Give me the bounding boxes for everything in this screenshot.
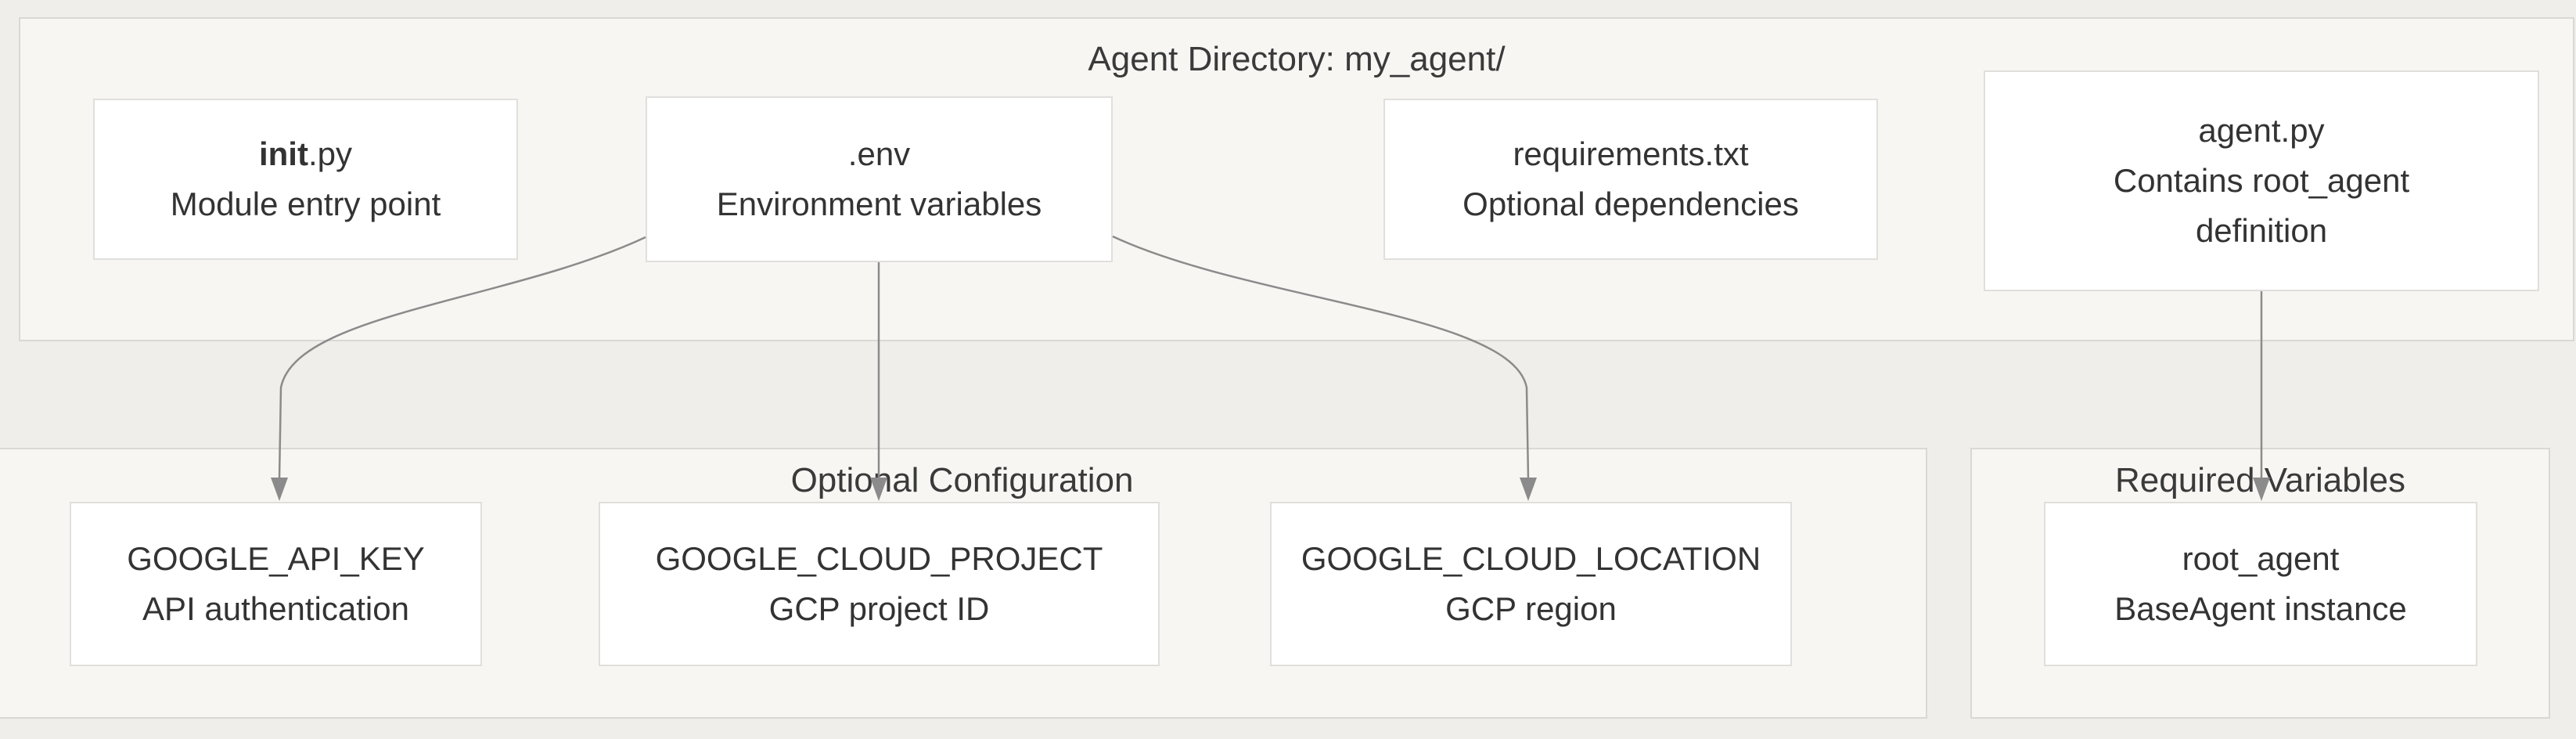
node-env-name: .env [847,135,911,172]
node-requirements-txt-name: requirements.txt [1513,135,1749,172]
node-google-cloud-location: GOOGLE_CLOUD_LOCATION GCP region [1270,502,1792,666]
node-google-cloud-location-desc: GCP region [1445,590,1617,627]
node-init-py-name-rest: .py [308,135,352,172]
node-init-py-desc: Module entry point [170,186,441,222]
node-google-api-key-name: GOOGLE_API_KEY [127,540,425,577]
node-google-cloud-location-name: GOOGLE_CLOUD_LOCATION [1301,540,1761,577]
node-requirements-txt-desc: Optional dependencies [1462,186,1799,222]
node-agent-py: agent.py Contains root_agent definition [1984,70,2539,291]
node-env-desc: Environment variables [716,186,1042,222]
node-init-py-name: init.py [259,129,352,179]
cluster-required-variables-title: Required Variables [2115,461,2405,499]
cluster-agent-directory-title: Agent Directory: my_agent/ [1088,40,1506,78]
node-google-api-key: GOOGLE_API_KEY API authentication [70,502,482,666]
node-google-cloud-project-name: GOOGLE_CLOUD_PROJECT [655,540,1103,577]
node-google-cloud-project-desc: GCP project ID [768,590,990,627]
node-init-py-name-bold: init [258,135,308,172]
node-agent-py-name: agent.py [2198,112,2325,149]
cluster-optional-configuration-title: Optional Configuration [790,461,1134,499]
node-google-cloud-project: GOOGLE_CLOUD_PROJECT GCP project ID [599,502,1160,666]
node-google-api-key-desc: API authentication [142,590,409,627]
node-agent-py-desc: Contains root_agent definition [2113,162,2410,249]
node-requirements-txt: requirements.txt Optional dependencies [1383,99,1878,260]
node-root-agent: root_agent BaseAgent instance [2044,502,2477,666]
node-env: .env Environment variables [646,96,1113,262]
node-root-agent-name: root_agent [2182,540,2340,577]
node-root-agent-desc: BaseAgent instance [2114,590,2407,627]
node-init-py: init.py Module entry point [93,99,518,260]
